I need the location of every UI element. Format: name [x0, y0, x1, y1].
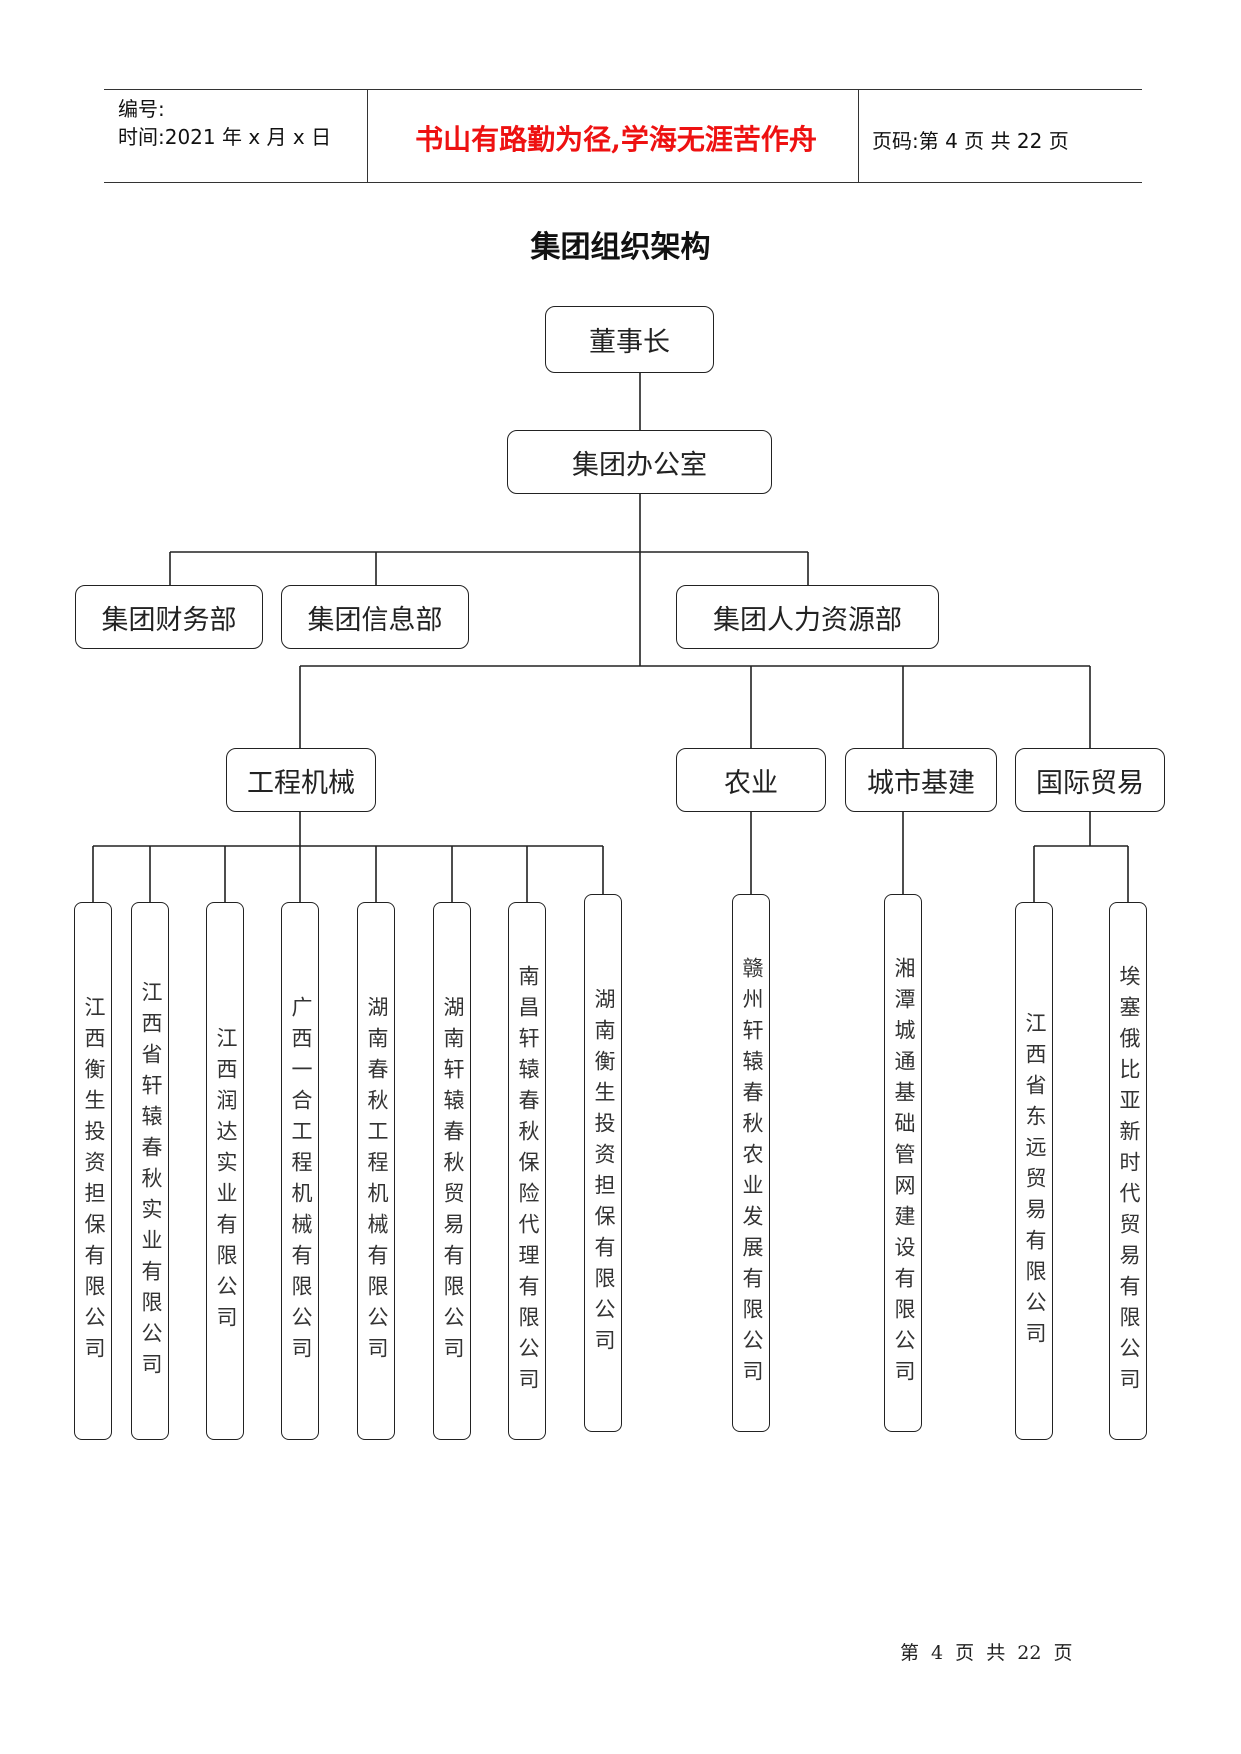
company-name: 江西衡生投资担保有限公司: [82, 996, 106, 1368]
org-node-company-eng-1: 江西衡生投资担保有限公司: [74, 902, 112, 1440]
org-node-dept-hr: 集团人力资源部: [676, 585, 939, 649]
org-node-div-agriculture: 农业: [676, 748, 826, 812]
header-time-label: 时间:2021 年 x 月 x 日: [118, 125, 332, 149]
company-name: 湖南春秋工程机械有限公司: [365, 996, 389, 1368]
company-name: 江西省轩辕春秋实业有限公司: [139, 980, 163, 1384]
header-number-label: 编号:: [118, 97, 165, 121]
header-top-rule: [104, 89, 1142, 90]
org-node-div-urban: 城市基建: [845, 748, 997, 812]
org-node-company-urban-1: 湘潭城通基础管网建设有限公司: [884, 894, 922, 1432]
org-node-company-trade-1: 江西省东远贸易有限公司: [1015, 902, 1053, 1440]
org-node-company-eng-7: 南昌轩辕春秋保险代理有限公司: [508, 902, 546, 1440]
header-bottom-rule: [104, 182, 1142, 183]
header-page-label: 页码:第 4 页 共 22 页: [872, 129, 1069, 153]
page-footer: 第 4 页 共 22 页: [900, 1642, 1073, 1664]
company-name: 埃塞俄比亚新时代贸易有限公司: [1117, 965, 1141, 1399]
org-node-div-trade: 国际贸易: [1015, 748, 1165, 812]
company-name: 江西润达实业有限公司: [214, 1027, 238, 1337]
company-name: 南昌轩辕春秋保险代理有限公司: [516, 965, 540, 1399]
header-divider-left: [367, 90, 368, 183]
company-name: 江西省东远贸易有限公司: [1023, 1011, 1047, 1353]
company-name: 湖南衡生投资担保有限公司: [592, 988, 616, 1360]
org-node-chairman: 董事长: [545, 306, 714, 373]
org-node-dept-info: 集团信息部: [281, 585, 469, 649]
org-node-company-eng-2: 江西省轩辕春秋实业有限公司: [131, 902, 169, 1440]
org-node-company-eng-6: 湖南轩辕春秋贸易有限公司: [433, 902, 471, 1440]
org-node-company-agri-1: 赣州轩辕春秋农业发展有限公司: [732, 894, 770, 1432]
company-name: 广西一合工程机械有限公司: [289, 996, 313, 1368]
org-node-company-eng-4: 广西一合工程机械有限公司: [281, 902, 319, 1440]
org-node-company-eng-5: 湖南春秋工程机械有限公司: [357, 902, 395, 1440]
page-title: 集团组织架构: [530, 230, 711, 265]
org-node-company-trade-2: 埃塞俄比亚新时代贸易有限公司: [1109, 902, 1147, 1440]
org-node-office: 集团办公室: [507, 430, 772, 494]
company-name: 湘潭城通基础管网建设有限公司: [892, 957, 916, 1391]
org-node-dept-finance: 集团财务部: [75, 585, 263, 649]
header-slogan: 书山有路勤为径,学海无涯苦作舟: [415, 123, 817, 156]
header-divider-right: [858, 90, 859, 183]
company-name: 赣州轩辕春秋农业发展有限公司: [740, 957, 764, 1391]
org-node-div-engineering: 工程机械: [226, 748, 376, 812]
org-node-company-eng-3: 江西润达实业有限公司: [206, 902, 244, 1440]
company-name: 湖南轩辕春秋贸易有限公司: [441, 996, 465, 1368]
org-node-company-eng-8: 湖南衡生投资担保有限公司: [584, 894, 622, 1432]
